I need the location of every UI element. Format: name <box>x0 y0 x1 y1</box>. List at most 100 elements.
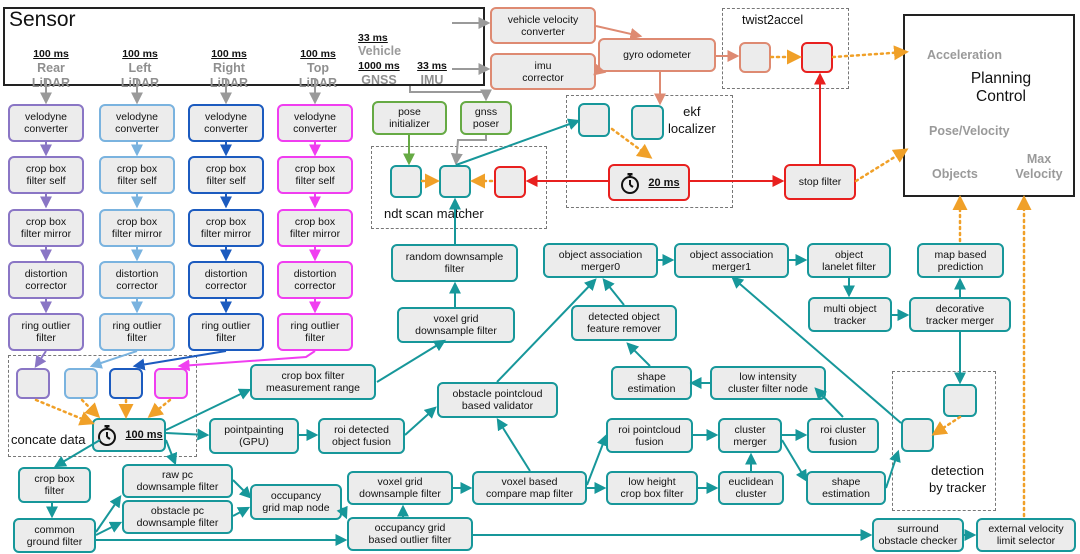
gnss-rate: 1000 ms <box>358 60 400 72</box>
right-ring-outlier-filter-node: ring outlier filter <box>188 313 264 351</box>
voxel-grid-downsample-top-node: voxel grid downsample filter <box>397 307 515 343</box>
planning-control-title: Planning Control <box>970 70 1032 105</box>
stopwatch-icon <box>621 172 640 194</box>
rear-lidar-rate: 100 ms <box>33 48 69 60</box>
cluster-merger-node: cluster merger <box>718 418 782 453</box>
right-lidar-name: Right LiDAR <box>209 61 249 90</box>
edge-arrow-68 <box>586 433 609 486</box>
detection-by-tracker-lower-node <box>901 418 934 452</box>
vehicle-label: 33 ms Vehicle <box>358 16 401 58</box>
left-ring-outlier-filter-node: ring outlier filter <box>99 313 175 351</box>
twist2accel-frame <box>722 8 849 89</box>
ekf-core-node <box>631 105 664 140</box>
gnss-poser-node: gnss poser <box>460 101 512 135</box>
ndt-input-a-node <box>390 165 422 198</box>
max-velocity-label: Max Velocity <box>1015 152 1063 181</box>
twist2accel-label: twist2accel <box>742 13 804 27</box>
imu-name: IMU <box>420 73 444 87</box>
ndt-input-b-node <box>439 165 471 198</box>
twist2accel-inner-node <box>739 42 771 73</box>
crop-box-filter-low-node: crop box filter <box>18 467 91 503</box>
concate-data-label: concate data <box>11 432 86 447</box>
edge-arrow-46 <box>854 148 909 183</box>
ekf-localizer-label: ekf localizer <box>668 104 716 136</box>
stop-filter-node: stop filter <box>784 164 856 200</box>
twist2accel-output-node <box>801 42 833 73</box>
low-height-crop-box-node: low height crop box filter <box>606 471 698 505</box>
top-lidar-name: Top LiDAR <box>298 61 338 90</box>
roi-pointcloud-fusion-node: roi pointcloud fusion <box>606 418 693 453</box>
object-association-merger0-node: object association merger0 <box>543 243 658 278</box>
top-crop-box-filter-self-node: crop box filter self <box>277 156 353 194</box>
stopwatch-icon <box>98 425 117 446</box>
left-crop-box-filter-self-node: crop box filter self <box>99 156 175 194</box>
vehicle-rate: 33 ms <box>358 32 388 44</box>
crop-box-measurement-node: crop box filter measurement range <box>250 364 376 400</box>
object-lanelet-filter-node: object lanelet filter <box>807 243 891 278</box>
sensor-frame <box>3 7 485 86</box>
ndt-scan-matcher-label: ndt scan matcher <box>384 206 484 221</box>
roi-cluster-fusion-node: roi cluster fusion <box>807 418 879 453</box>
shape-estimation-2-node: shape estimation <box>806 471 886 505</box>
external-velocity-limit-node: external velocity limit selector <box>976 518 1076 552</box>
shape-estimation-1-node: shape estimation <box>611 366 692 400</box>
concat-timer: 100 ms <box>92 418 166 452</box>
rear-velodyne-converter-node: velodyne converter <box>8 104 84 142</box>
top-lidar-rate: 100 ms <box>300 48 336 60</box>
rear-crop-box-filter-mirror-node: crop box filter mirror <box>8 209 84 247</box>
roi-detected-fusion-node: roi detected object fusion <box>318 418 405 454</box>
random-downsample-filter-node: random downsample filter <box>391 244 518 282</box>
rear-crop-box-filter-self-node: crop box filter self <box>8 156 84 194</box>
acceleration-label: Acceleration <box>927 48 1003 62</box>
concat-left-input <box>64 368 98 399</box>
concat-top-input <box>154 368 188 399</box>
ekf-timer: 20 ms <box>608 164 690 201</box>
map-based-prediction-node: map based prediction <box>917 243 1004 278</box>
left-lidar-name: Left LiDAR <box>120 61 160 90</box>
left-velodyne-converter-node: velodyne converter <box>99 104 175 142</box>
sensor-title: Sensor <box>9 8 76 31</box>
occupancy-grid-outlier-node: occupancy grid based outlier filter <box>347 517 473 551</box>
right-distortion-corrector-node: distortion corrector <box>188 261 264 299</box>
surround-obstacle-checker-node: surround obstacle checker <box>872 518 964 552</box>
gyro-odometer-node: gyro odometer <box>598 38 716 72</box>
vehicle-velocity-converter-node: vehicle velocity converter <box>490 7 596 44</box>
edge-arrow-57 <box>95 521 123 536</box>
occupancy-grid-map-node: occupancy grid map node <box>250 484 342 520</box>
concat-right-input <box>109 368 143 399</box>
left-lidar-rate: 100 ms <box>122 48 158 60</box>
edge-arrow-61 <box>232 506 251 518</box>
decorative-tracker-merger-node: decorative tracker merger <box>909 297 1011 332</box>
top-distortion-corrector-node: distortion corrector <box>277 261 353 299</box>
edge-arrow-73 <box>781 439 808 483</box>
imu-rate: 33 ms <box>417 60 447 72</box>
top-crop-box-filter-mirror-node: crop box filter mirror <box>277 209 353 247</box>
ekf-timer-value: 20 ms <box>648 176 680 189</box>
detection-by-tracker-frame <box>892 371 996 511</box>
raw-pc-downsample-node: raw pc downsample filter <box>122 464 233 498</box>
object-association-merger1-node: object association merger1 <box>674 243 789 278</box>
right-crop-box-filter-mirror-node: crop box filter mirror <box>188 209 264 247</box>
edge-arrow-65 <box>496 417 531 472</box>
gnss-name: GNSS <box>361 73 397 87</box>
voxel-based-compare-map-node: voxel based compare map filter <box>472 471 587 505</box>
euclidean-cluster-node: euclidean cluster <box>718 471 784 505</box>
obstacle-pc-downsample-node: obstacle pc downsample filter <box>122 500 233 534</box>
edge-arrow-52 <box>404 406 437 436</box>
left-distortion-corrector-node: distortion corrector <box>99 261 175 299</box>
edge-arrow-77 <box>602 278 625 306</box>
edge-arrow-76 <box>626 342 651 367</box>
edge-arrow-62 <box>336 505 348 520</box>
rear-distortion-corrector-node: distortion corrector <box>8 261 84 299</box>
top-ring-outlier-filter-node: ring outlier filter <box>277 313 353 351</box>
planning-control-frame <box>903 14 1075 197</box>
ekf-to-ndt-node <box>494 166 526 198</box>
right-crop-box-filter-self-node: crop box filter self <box>188 156 264 194</box>
rear-ring-outlier-filter-node: ring outlier filter <box>8 313 84 351</box>
detection-by-tracker-upper-node <box>943 384 977 417</box>
